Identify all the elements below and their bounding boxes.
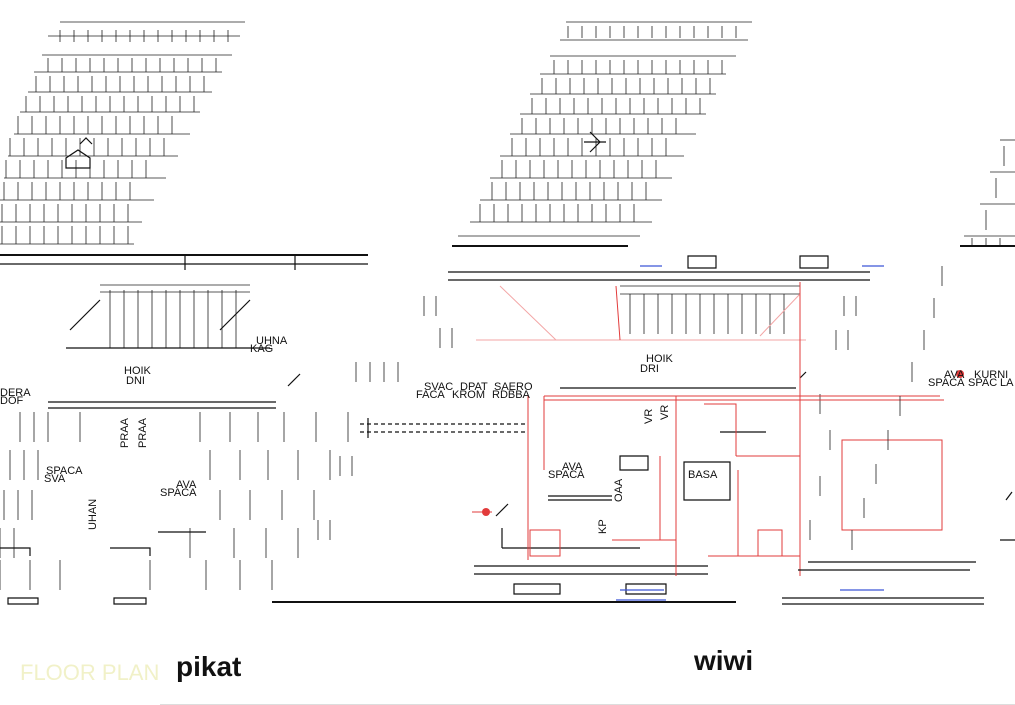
left-roof-hatch (0, 21, 245, 245)
room-label-dof: DOF (0, 395, 24, 407)
room-label-praa-2: PRAA (137, 417, 149, 448)
left-plan-title: pikat (176, 651, 241, 682)
room-label-kag: KAG (250, 343, 273, 355)
room-label-faca: FACA (416, 389, 445, 401)
right-room-labels: AVA KURNI SPACA SPAC LA (928, 369, 1014, 389)
room-label-spaca-center: SPACA (548, 469, 585, 481)
right-floor-walls (782, 245, 1015, 605)
left-floor-walls (0, 254, 448, 605)
left-room-labels: UHNA KAG HOIK DNI DERA DOF PRAA PRAA SPA… (0, 335, 288, 530)
room-label-spac-right: SPAC (968, 377, 997, 389)
room-label-sva: SVA (44, 473, 66, 485)
room-label-ava-center: AVA (562, 461, 583, 473)
room-label-rdbba: RDBBA (492, 389, 531, 401)
room-label-kurni: KURNI (974, 369, 1008, 381)
room-label-dni: DNI (126, 375, 145, 387)
center-roof-hatch (458, 21, 752, 237)
center-compass-icon (584, 131, 606, 153)
room-label-hoik-center: HOIK (646, 353, 674, 365)
room-label-dri: DRI (640, 363, 659, 375)
room-label-kp: KP (597, 519, 609, 534)
left-compass-icon (65, 137, 93, 169)
right-roof-hatch (964, 139, 1015, 246)
room-label-basa: BASA (688, 469, 718, 481)
room-label-praa-1: PRAA (119, 417, 131, 448)
room-label-vr-2: VR (659, 405, 671, 420)
room-label-spaca-1: SPACA (46, 465, 83, 477)
room-label-ava-right: AVA (944, 369, 965, 381)
center-blue-markup (616, 265, 884, 601)
room-label-uhan: UHAN (87, 499, 99, 530)
center-room-labels: SVAC DPAT SAERO FACA KROM RDBBA HOIK DRI… (416, 353, 718, 534)
room-label-krom: KROM (452, 389, 485, 401)
room-label-la: LA (1000, 377, 1014, 389)
room-label-ava: AVA (176, 479, 197, 491)
room-label-spaca-2: SPACA (160, 487, 197, 499)
room-label-oaa: OAA (613, 478, 625, 502)
center-plan-title: wiwi (693, 645, 753, 676)
left-floor-plan: UHNA KAG HOIK DNI DERA DOF PRAA PRAA SPA… (0, 21, 448, 682)
room-label-dera: DERA (0, 387, 31, 399)
room-label-dpat: DPAT (460, 381, 488, 393)
room-label-hoik: HOIK (124, 365, 152, 377)
room-label-uhna: UHNA (256, 335, 288, 347)
center-floor-walls (317, 245, 870, 603)
right-floor-plan: AVA KURNI SPACA SPAC LA (782, 139, 1015, 605)
room-label-vr-1: VR (643, 409, 655, 424)
watermark-text: FLOOR PLAN (20, 660, 159, 685)
room-label-spaca-right: SPACA (928, 377, 965, 389)
center-floor-plan: SVAC DPAT SAERO FACA KROM RDBBA HOIK DRI… (317, 21, 944, 676)
room-label-svac: SVAC (424, 381, 453, 393)
room-label-saero: SAERO (494, 381, 533, 393)
center-red-markup (472, 282, 944, 576)
